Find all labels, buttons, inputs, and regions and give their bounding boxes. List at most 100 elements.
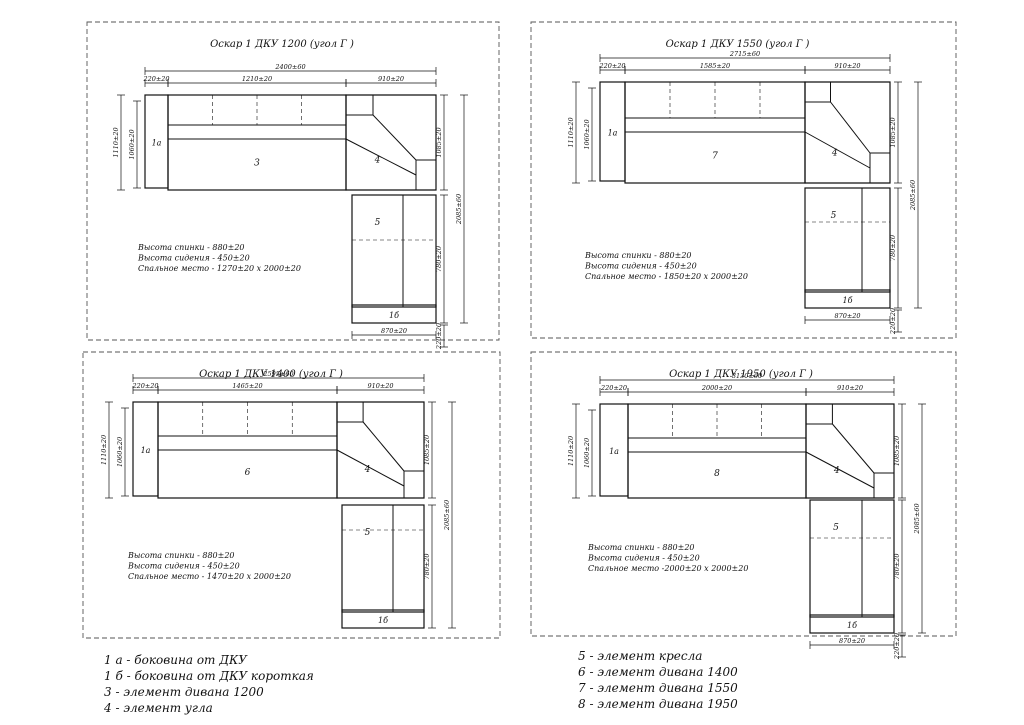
dimension-depth-inner: 1060±20 [583, 438, 591, 468]
corner-element [345, 94, 437, 191]
corner-element-label: 4 [831, 149, 838, 159]
panel-title: Оскар 1 ДКУ 1400 (угол Г ) [199, 369, 343, 380]
dimension-short-side: 220±20 [435, 323, 443, 350]
short-side-label: 1б [389, 311, 399, 320]
short-side-element [809, 614, 895, 634]
spec-note: Спальное место - 1470±20 х 2000±20 [128, 572, 291, 581]
dimension-chair-width: 870±20 [381, 327, 407, 335]
sofa-plan-panel: Оскар 1 ДКУ 1200 (угол Г ) 1а 3 4 5 1б 2400±60… [86, 21, 500, 350]
dimension-corner: 910±20 [367, 382, 393, 390]
chair-element-label: 5 [833, 523, 839, 533]
dimension-depth-outer: 1110±20 [567, 436, 575, 466]
dimension-depth-inner: 1060±20 [116, 437, 124, 467]
dimension-side: 220±20 [600, 384, 627, 392]
dimension-chair-width: 870±20 [839, 637, 865, 645]
corner-diagonal [832, 423, 875, 474]
dimension-side: 220±20 [131, 382, 158, 390]
legend-left: 1 а - боковина от ДКУ 1 б - боковина от … [104, 652, 314, 716]
chair-element-label: 5 [375, 218, 381, 228]
chair-element [804, 187, 891, 293]
panel-frame [86, 21, 500, 341]
legend-item: 1 а - боковина от ДКУ [104, 653, 247, 667]
sofa-element-label: 8 [714, 469, 720, 479]
dimension-corner-depth: 1085±20 [435, 127, 443, 157]
spec-note: Спальное место - 1270±20 х 2000±20 [138, 264, 301, 273]
dimension-depth-outer: 1110±20 [112, 127, 120, 157]
dimension-corner: 910±20 [837, 384, 863, 392]
legend-item: 6 - элемент дивана 1400 [578, 665, 738, 679]
legend-item: 7 - элемент дивана 1550 [578, 681, 738, 695]
dimension-corner: 910±20 [834, 62, 860, 70]
corner-element-label: 4 [364, 465, 371, 475]
spec-note: Высота сидения - 450±20 [137, 254, 250, 263]
dimension-middle: 1465±20 [232, 382, 262, 390]
corner-element-label: 4 [374, 156, 381, 166]
sofa-element-label: 6 [245, 468, 251, 478]
corner-element [336, 401, 425, 499]
chair-element [341, 504, 425, 613]
spec-note: Спальное место -2000±20 х 2000±20 [588, 564, 748, 573]
dimension-total-depth: 2085±60 [443, 500, 451, 531]
corner-element [805, 403, 895, 499]
dimension-chair-width: 870±20 [834, 312, 860, 320]
dimension-corner-depth: 1085±20 [889, 117, 897, 147]
short-side-element [351, 304, 437, 324]
side-arm-label: 1а [609, 447, 619, 456]
sofa-plan-panel: Оскар 1 ДКУ 1550 (угол Г ) 1а 7 4 5 1б 2715±60… [530, 21, 957, 339]
dimension-chair-depth: 780±20 [893, 553, 901, 579]
panel-frame [530, 351, 957, 637]
sofa-element-label: 3 [254, 159, 260, 169]
dimension-total: 2715±60 [729, 50, 760, 58]
dimension-chair-depth: 780±20 [435, 246, 443, 272]
dimension-short-side: 220±20 [889, 308, 897, 335]
side-arm-label: 1а [152, 139, 162, 148]
corner-diagonal [336, 449, 405, 487]
panel-title: Оскар 1 ДКУ 1550 (угол Г ) [666, 39, 810, 50]
panel-title: Оскар 1 ДКУ 1950 (угол Г ) [669, 369, 813, 380]
corner-diagonal [805, 451, 875, 489]
dimension-chair-depth: 780±20 [889, 235, 897, 261]
dimension-total-depth: 2085±60 [909, 180, 917, 211]
spec-note: Высота сидения - 450±20 [587, 554, 700, 563]
legend-item: 3 - элемент дивана 1200 [104, 685, 264, 699]
dimension-total-depth: 2085±60 [455, 194, 463, 225]
dimension-total: 2400±60 [274, 63, 305, 71]
dimension-short-side: 220±20 [893, 633, 901, 660]
spec-note: Высота спинки - 880±20 [584, 251, 692, 260]
corner-diagonal [804, 131, 871, 169]
panel-frame [82, 351, 501, 639]
legend-item: 8 - элемент дивана 1950 [578, 697, 738, 711]
chair-element [351, 194, 437, 308]
short-side-label: 1б [843, 296, 853, 305]
dimension-corner: 910±20 [378, 75, 404, 83]
dimension-total: 2595±60 [262, 370, 293, 378]
dimension-middle: 1585±20 [700, 62, 730, 70]
corner-diagonal [362, 421, 405, 472]
spec-note: Высота сидения - 450±20 [127, 562, 240, 571]
dimension-depth-inner: 1060±20 [128, 129, 136, 159]
short-side-label: 1б [847, 621, 857, 630]
legend-item: 5 - элемент кресла [578, 649, 703, 663]
chair-element-label: 5 [365, 528, 371, 538]
dimension-total-depth: 2085±60 [913, 503, 921, 534]
legend-item: 4 - элемент угла [104, 701, 213, 715]
dimension-corner-depth: 1085±20 [423, 435, 431, 465]
chair-element-label: 5 [831, 211, 837, 221]
corner-diagonal [830, 101, 871, 154]
chair-element [809, 499, 895, 618]
corner-diagonal [372, 114, 417, 161]
side-arm-label: 1а [608, 129, 618, 138]
dimension-middle: 1210±20 [242, 75, 272, 83]
legend-item: 1 б - боковина от ДКУ короткая [104, 669, 314, 683]
dimension-depth-outer: 1110±20 [567, 117, 575, 147]
panel-frame [530, 21, 957, 339]
panel-title: Оскар 1 ДКУ 1200 (угол Г ) [210, 39, 354, 50]
short-side-element [804, 289, 891, 309]
corner-element [804, 81, 891, 184]
spec-note: Спальное место - 1850±20 х 2000±20 [585, 272, 748, 281]
dimension-depth-outer: 1110±20 [100, 435, 108, 465]
sofa-element-label: 7 [712, 152, 718, 162]
